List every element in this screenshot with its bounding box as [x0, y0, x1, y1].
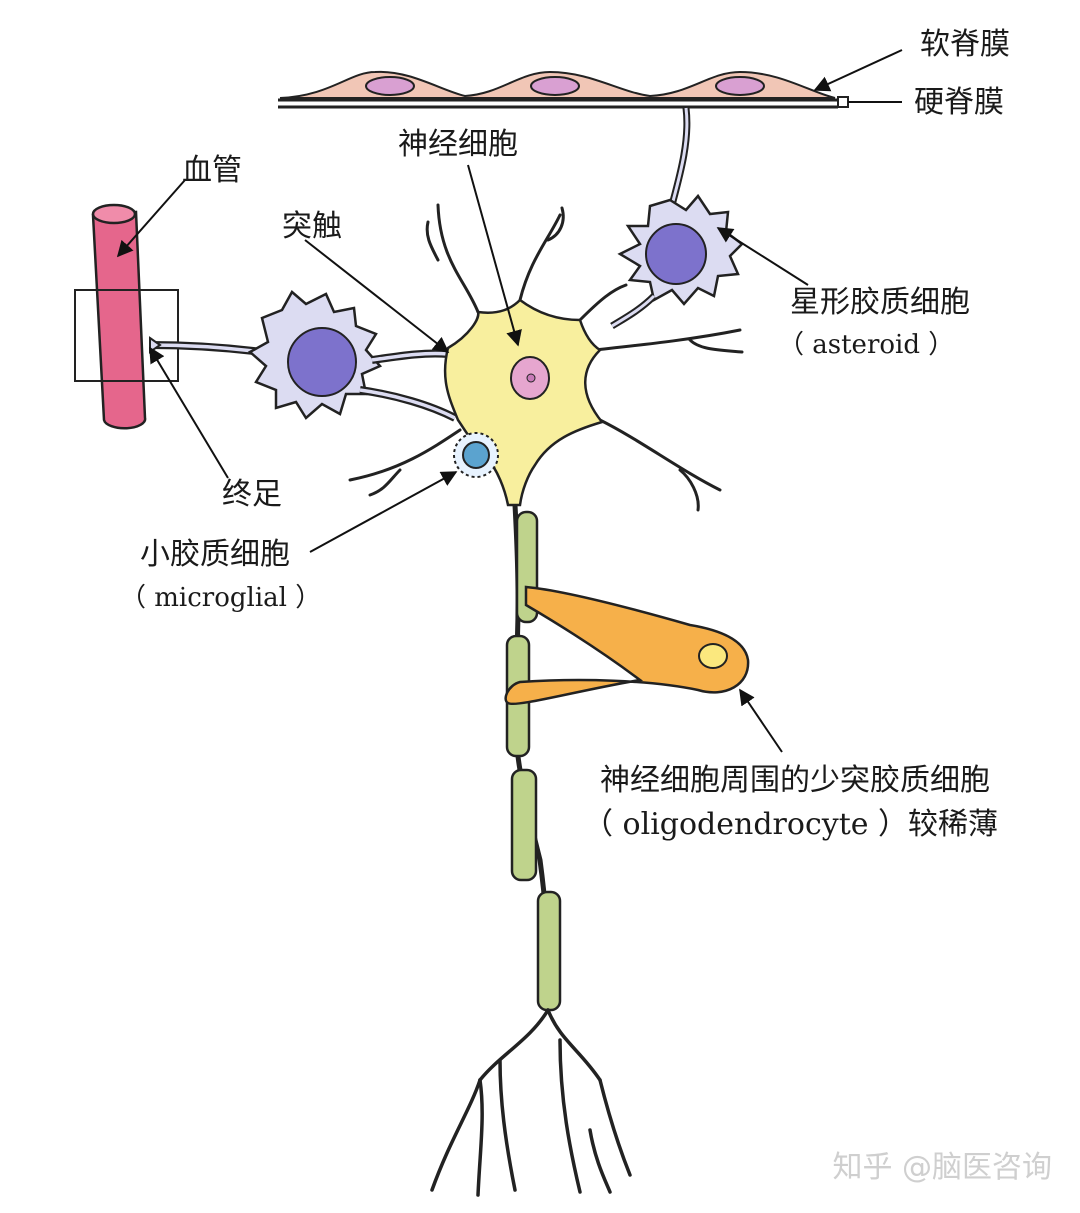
astrocyte-nucleus — [287, 327, 357, 397]
arrow-end-foot — [149, 346, 229, 479]
dendrites — [348, 203, 744, 512]
meninges — [278, 70, 849, 109]
astrocyte-left — [149, 290, 457, 422]
vessel-opening — [91, 203, 137, 225]
dura-mater-marker — [837, 96, 849, 108]
leader-lines — [116, 49, 903, 753]
label-astrocyte-cn: 星形胶质细胞 — [790, 285, 970, 320]
label-pia-mater: 软脊膜 — [920, 27, 1010, 62]
label-dura-mater: 硬脊膜 — [914, 85, 1004, 120]
arrow-oligodendrocyte — [739, 688, 783, 753]
arrow-blood-vessel — [116, 179, 186, 258]
label-microglia-cn: 小胶质细胞 — [140, 537, 290, 572]
microglia-nucleus — [462, 441, 490, 469]
label-end-foot: 终足 — [222, 477, 282, 512]
label-oligodendrocyte-en: （ oligodendrocyte ）较稀薄 — [583, 807, 999, 842]
label-oligodendrocyte-cn: 神经细胞周围的少突胶质细胞 — [600, 763, 990, 798]
label-synapse: 突触 — [282, 209, 342, 244]
oligo-process — [504, 585, 750, 706]
arrow-neuron — [467, 164, 522, 347]
myelin-segment — [536, 890, 562, 1012]
arrow-microglia — [309, 471, 458, 553]
microglia — [453, 432, 499, 478]
label-blood-vessel: 血管 — [182, 153, 242, 188]
neuron-nucleolus — [526, 373, 536, 383]
label-microglia-en: （ microglial ） — [120, 583, 322, 613]
astrocyte-top — [610, 107, 744, 329]
axon — [505, 504, 562, 1012]
watermark: 知乎 @脑医咨询 — [832, 1150, 1052, 1185]
meninx-nucleus — [365, 76, 415, 96]
arrow-astrocyte — [716, 227, 809, 286]
astrocyte-nucleus — [645, 223, 707, 285]
meninx-nucleus — [530, 76, 580, 96]
arrow-synapse — [304, 239, 450, 353]
arrow-pia-mater — [813, 49, 903, 92]
myelin-segment — [510, 768, 538, 882]
axon-terminals — [430, 1008, 632, 1197]
oligodendrocyte — [504, 585, 750, 706]
meninx-nucleus — [715, 76, 765, 96]
end-foot-box — [74, 289, 179, 382]
label-neuron: 神经细胞 — [398, 127, 518, 162]
oligo-nucleus — [698, 643, 728, 669]
blood-vessel — [74, 203, 179, 430]
label-astrocyte-en: （ asteroid ） — [778, 330, 955, 360]
vessel-tube — [91, 210, 147, 430]
